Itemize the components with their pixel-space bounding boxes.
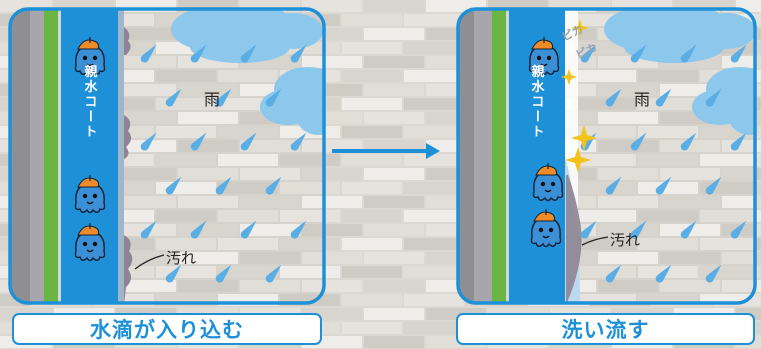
dirt-label: 汚れ: [610, 231, 640, 249]
left-caption: 水滴が入り込む: [90, 314, 244, 344]
left-caption-box: 水滴が入り込む: [12, 313, 322, 345]
rain-label: 雨: [634, 90, 650, 109]
right-panel: ピカ ピカ 親水コート 雨 汚れ: [456, 7, 757, 305]
base-layer: [30, 7, 44, 305]
base-layer: [474, 7, 492, 305]
rain-label: 雨: [204, 90, 220, 109]
dirt-label: 汚れ: [166, 249, 196, 267]
right-caption: 洗い流す: [562, 314, 650, 344]
left-panel: 親水コート 雨 汚れ: [8, 7, 326, 305]
arrow-right-icon: [330, 140, 442, 162]
green-layer: [492, 7, 506, 305]
right-caption-box: 洗い流す: [456, 313, 755, 345]
coat-label: 親水コート: [82, 64, 98, 140]
green-layer: [44, 7, 58, 305]
coat-label: 親水コート: [529, 64, 545, 140]
